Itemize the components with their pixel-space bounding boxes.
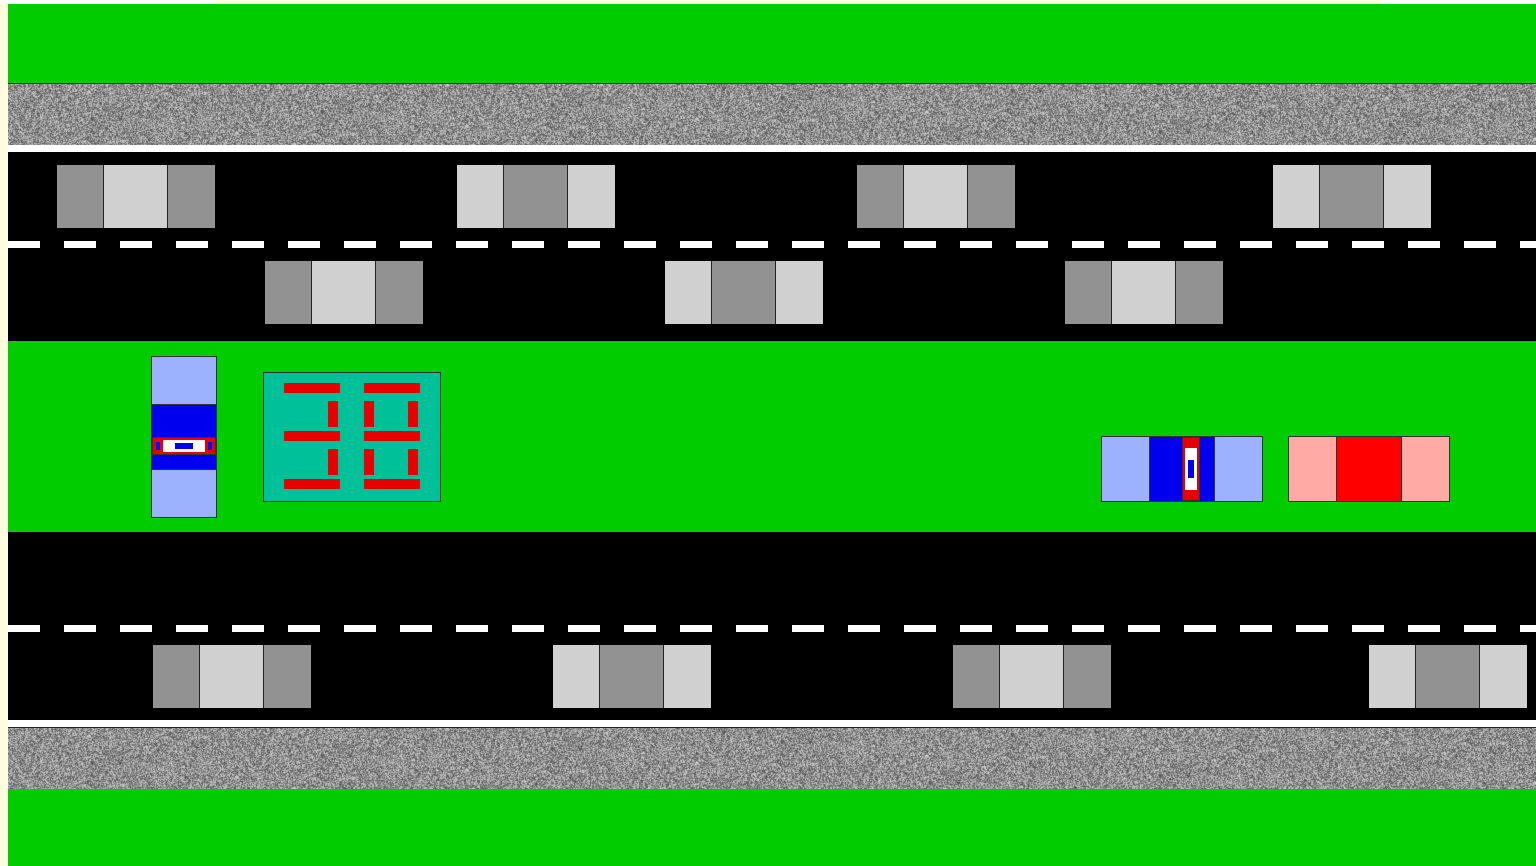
truck-cargo — [1416, 645, 1479, 708]
player-car-window-rear — [152, 469, 216, 517]
truck-cargo — [1320, 165, 1383, 228]
truck-cargo — [904, 165, 967, 228]
truck-cargo — [104, 165, 167, 228]
truck-cab — [1480, 645, 1527, 708]
truck-cab — [857, 165, 904, 228]
traffic-truck — [153, 645, 311, 708]
digit-segment — [364, 401, 374, 427]
lane-divider-upper — [8, 241, 1536, 248]
siren-icon — [175, 443, 193, 449]
digit-segment — [364, 449, 374, 475]
truck-cargo — [1000, 645, 1063, 708]
player-car-body — [152, 405, 216, 469]
truck-cab — [664, 645, 711, 708]
traffic-truck — [953, 645, 1111, 708]
truck-cargo — [312, 261, 375, 324]
truck-cab — [264, 645, 311, 708]
light-bar-center — [1185, 448, 1197, 490]
lane-divider-lower — [8, 625, 1536, 632]
siren-icon — [208, 442, 212, 450]
sidewalk-texture — [8, 728, 1536, 790]
player-car[interactable] — [151, 356, 217, 518]
truck-cargo — [600, 645, 663, 708]
digit-segment — [328, 401, 338, 427]
truck-cargo — [200, 645, 263, 708]
digit-segment — [364, 431, 420, 441]
red-car-window-rear — [1401, 437, 1449, 501]
truck-cargo — [504, 165, 567, 228]
traffic-truck — [1369, 645, 1527, 708]
truck-cab — [568, 165, 615, 228]
police-car-window-front — [1102, 437, 1150, 501]
digit-segment — [364, 383, 420, 393]
light-bar-center — [163, 440, 205, 452]
red-car-body — [1337, 437, 1401, 501]
sidewalk-top — [8, 83, 1536, 147]
digit-segment — [284, 479, 340, 489]
siren-icon — [156, 442, 160, 450]
truck-cab — [1065, 261, 1112, 324]
light-bar — [1182, 437, 1200, 501]
grass-top — [8, 4, 1536, 84]
truck-cab — [265, 261, 312, 324]
truck-cab — [1384, 165, 1431, 228]
red-car[interactable] — [1288, 436, 1450, 502]
digit-segment — [408, 401, 418, 427]
traffic-truck — [1065, 261, 1223, 324]
light-bar — [152, 437, 216, 455]
traffic-truck — [553, 645, 711, 708]
truck-cab — [376, 261, 423, 324]
red-car-window-front — [1289, 437, 1337, 501]
truck-cab — [968, 165, 1015, 228]
digit-segment — [284, 431, 340, 441]
truck-cab — [1064, 645, 1111, 708]
truck-cab — [1273, 165, 1320, 228]
truck-cab — [665, 261, 712, 324]
police-car-body — [1150, 437, 1214, 501]
truck-cargo — [712, 261, 775, 324]
police-car[interactable] — [1101, 436, 1263, 502]
police-car-window-rear — [1214, 437, 1262, 501]
truck-cargo — [1112, 261, 1175, 324]
siren-icon — [1188, 460, 1194, 478]
player-car-window-front — [152, 357, 216, 405]
traffic-truck — [857, 165, 1015, 228]
traffic-truck — [665, 261, 823, 324]
digit-segment — [408, 449, 418, 475]
truck-cab — [168, 165, 215, 228]
truck-cab — [457, 165, 504, 228]
road-edge-line-top — [8, 145, 1536, 152]
truck-cab — [1176, 261, 1223, 324]
traffic-truck — [57, 165, 215, 228]
truck-cab — [953, 645, 1000, 708]
digit-segment — [328, 449, 338, 475]
truck-cab — [553, 645, 600, 708]
traffic-truck — [265, 261, 423, 324]
sidewalk-texture — [8, 84, 1536, 146]
grass-bottom — [8, 789, 1536, 866]
truck-cab — [153, 645, 200, 708]
road-edge-line-bottom — [8, 720, 1536, 727]
digit-segment — [364, 479, 420, 489]
digit-segment — [284, 383, 340, 393]
traffic-truck — [457, 165, 615, 228]
sidewalk-bottom — [8, 727, 1536, 791]
traffic-truck — [1273, 165, 1431, 228]
truck-cab — [776, 261, 823, 324]
truck-cab — [1369, 645, 1416, 708]
truck-cab — [57, 165, 104, 228]
score-display — [263, 372, 441, 502]
